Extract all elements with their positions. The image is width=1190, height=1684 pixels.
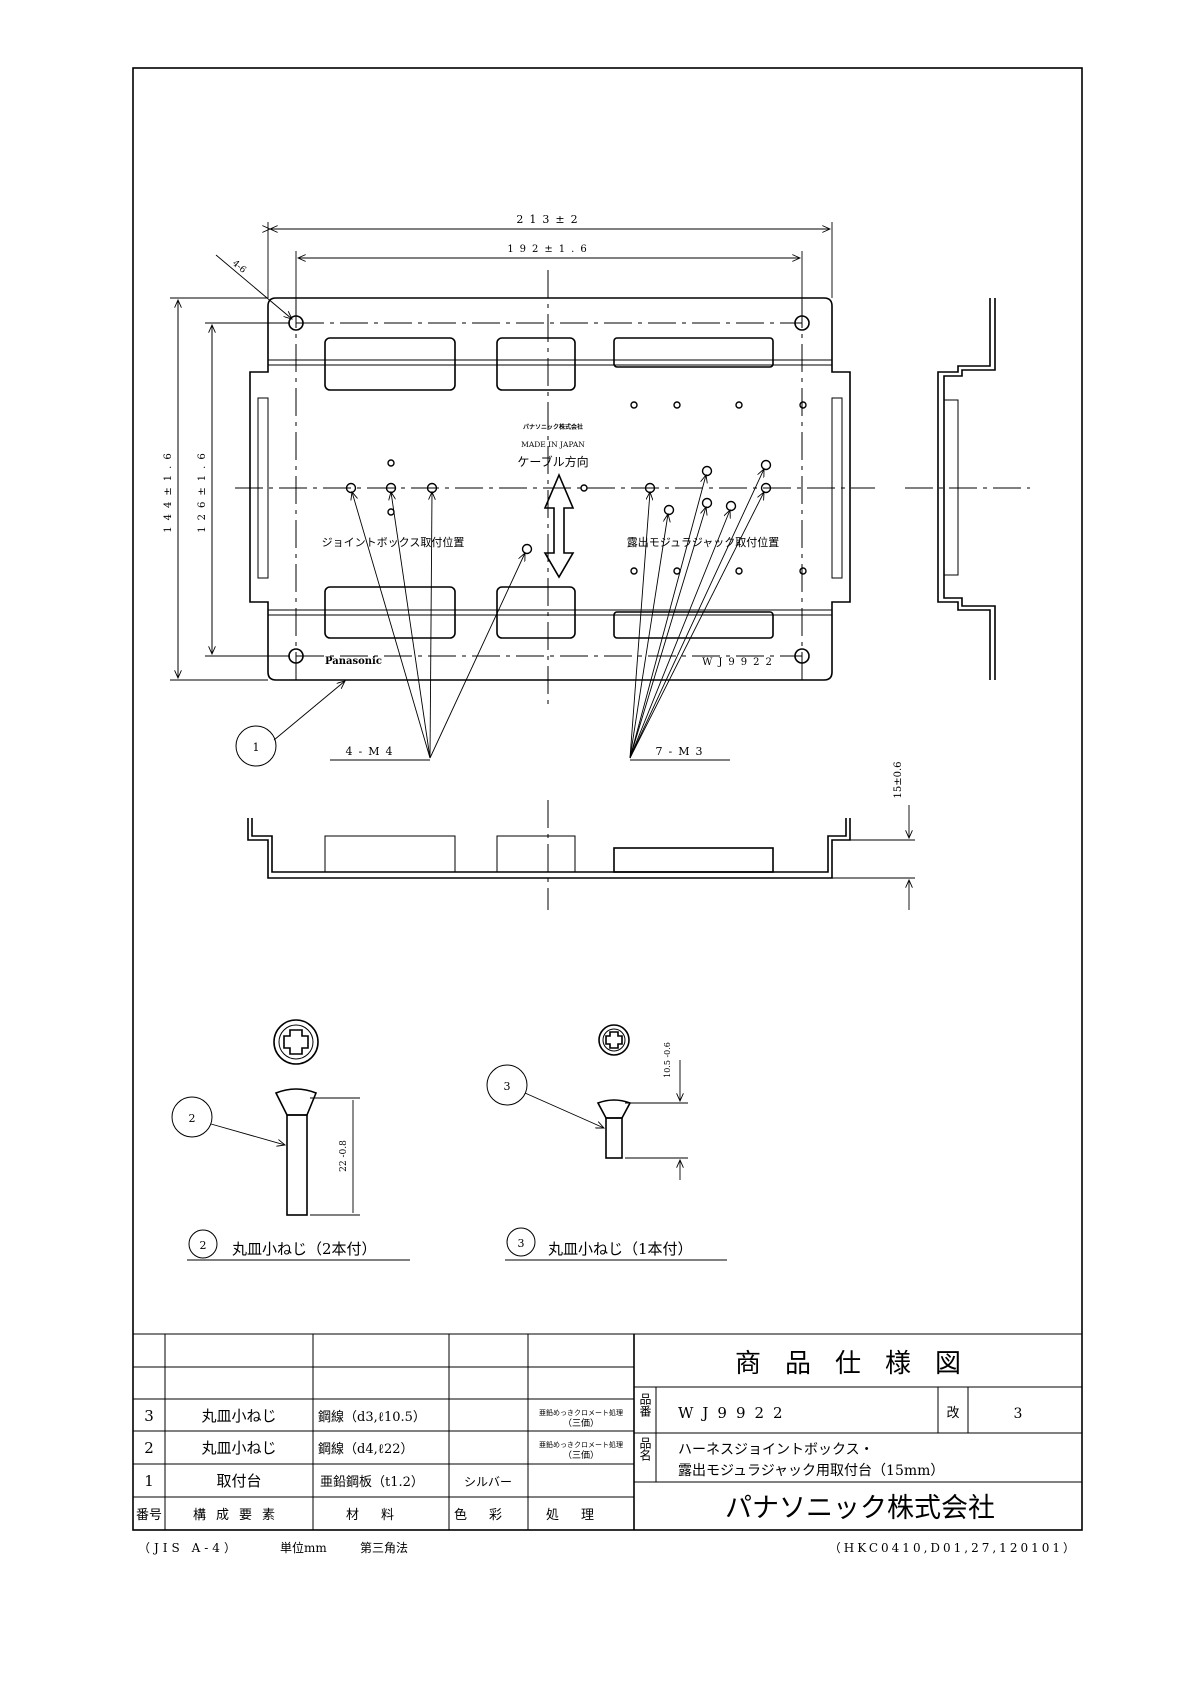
svg-text:構成要素: 構成要素 [193, 1508, 285, 1523]
svg-text:2: 2 [189, 1112, 196, 1125]
svg-text:10.5 -0.6: 10.5 -0.6 [663, 1042, 672, 1078]
svg-text:15±0.6: 15±0.6 [893, 761, 904, 798]
model-stamp: WJ9922 [702, 657, 778, 668]
svg-text:亜鉛めっきクロメート処理: 亜鉛めっきクロメート処理 [539, 1440, 623, 1449]
svg-text:1: 1 [144, 1472, 154, 1490]
parts-table: 3 丸皿小ねじ 鋼線（d3,ℓ10.5） 亜鉛めっきクロメート処理 （三価） 2… [133, 1333, 1082, 1530]
svg-text:213±2: 213±2 [516, 213, 583, 226]
svg-text:4-6: 4-6 [230, 259, 248, 276]
drawing-frame [132, 67, 1083, 1531]
svg-text:品番: 品番 [638, 1393, 652, 1418]
drawing-title: 商品仕様図 [735, 1349, 985, 1379]
m4-label: 4-M4 [346, 745, 399, 758]
svg-text:（HKC0410,D01,27,120101）: （HKC0410,D01,27,120101） [829, 1541, 1078, 1555]
svg-text:単位mm: 単位mm [280, 1540, 327, 1555]
svg-text:（三価）: （三価） [563, 1449, 599, 1461]
product-name-line2: 露出モジュラジャック用取付台（15mm） [678, 1463, 944, 1479]
screw-captions: 2 丸皿小ねじ（2本付） 3 丸皿小ねじ（1本付） [187, 1227, 727, 1261]
svg-text:丸皿小ねじ: 丸皿小ねじ [201, 1439, 276, 1457]
svg-text:取付台: 取付台 [216, 1472, 261, 1490]
footer: （JIS A-4） 単位mm 第三角法 （HKC0410,D01,27,1201… [138, 1540, 1078, 1555]
svg-text:1: 1 [253, 741, 260, 754]
svg-text:2: 2 [144, 1439, 154, 1457]
svg-text:3: 3 [504, 1080, 511, 1093]
svg-text:色彩: 色彩 [454, 1507, 524, 1523]
maker-stamp: パナソニック株式会社 [523, 423, 583, 431]
svg-text:第三角法: 第三角法 [360, 1541, 408, 1555]
svg-text:192±1.6: 192±1.6 [507, 244, 592, 255]
screw-2-drawing: 22 -0.8 2 [171, 1019, 360, 1216]
title-block: 商品仕様図 品番 WJ9922 改 3 品名 ハーネスジョイントボックス・ 露出… [634, 1349, 1082, 1524]
side-view [905, 298, 1030, 680]
svg-text:鋼線（d4,ℓ22）: 鋼線（d4,ℓ22） [318, 1441, 414, 1457]
svg-text:改: 改 [946, 1406, 959, 1421]
svg-text:処理: 処理 [546, 1508, 616, 1523]
svg-text:シルバー: シルバー [464, 1475, 512, 1489]
svg-text:材料: 材料 [346, 1508, 416, 1523]
product-name-line1: ハーネスジョイントボックス・ [678, 1442, 874, 1458]
svg-text:144±1.6: 144±1.6 [163, 447, 174, 532]
part-number: WJ9922 [678, 1404, 792, 1422]
svg-text:3: 3 [144, 1407, 154, 1425]
plan-view: パナソニック株式会社 MADE IN JAPAN ケーブル方向 ジョイントボック… [235, 270, 875, 705]
svg-text:（JIS A-4）: （JIS A-4） [138, 1541, 240, 1555]
svg-text:鋼線（d3,ℓ10.5）: 鋼線（d3,ℓ10.5） [318, 1409, 426, 1425]
screw3-caption: 丸皿小ねじ（1本付） [548, 1240, 693, 1258]
balloon-1 [235, 725, 277, 767]
cable-direction-label: ケーブル方向 [517, 454, 588, 469]
cable-direction-arrow [543, 472, 575, 579]
svg-text:品名: 品名 [638, 1437, 652, 1461]
svg-text:2: 2 [200, 1239, 207, 1252]
svg-text:（三価）: （三価） [563, 1417, 599, 1429]
mounting-holes [288, 315, 810, 664]
m3-label: 7-M3 [656, 745, 709, 758]
dimensions: 213±2 192±1.6 144±1.6 126±1.6 4-6 15±0.6 [163, 213, 915, 910]
company-name: パナソニック株式会社 [725, 1493, 995, 1524]
screw-3-drawing: 10.5 -0.6 3 [486, 1024, 688, 1180]
mj-position-label: 露出モジュラジャック取付位置 [627, 535, 779, 549]
screw2-caption: 丸皿小ねじ（2本付） [232, 1240, 377, 1258]
jb-position-label: ジョイントボックス取付位置 [322, 535, 465, 549]
made-in-label: MADE IN JAPAN [521, 440, 585, 449]
svg-text:亜鉛めっきクロメート処理: 亜鉛めっきクロメート処理 [539, 1408, 623, 1417]
brand-stamp: Panasonic [325, 656, 382, 667]
front-view [247, 800, 851, 910]
revision: 3 [1014, 1406, 1023, 1422]
svg-text:22 -0.8: 22 -0.8 [339, 1140, 349, 1172]
svg-text:126±1.6: 126±1.6 [197, 447, 208, 532]
leader-lines: 4-M4 7-M3 1 [235, 469, 764, 767]
svg-text:番号: 番号 [136, 1508, 162, 1523]
svg-text:丸皿小ねじ: 丸皿小ねじ [201, 1407, 276, 1425]
svg-text:3: 3 [518, 1237, 525, 1250]
svg-text:亜鉛鋼板（t1.2）: 亜鉛鋼板（t1.2） [320, 1475, 424, 1490]
